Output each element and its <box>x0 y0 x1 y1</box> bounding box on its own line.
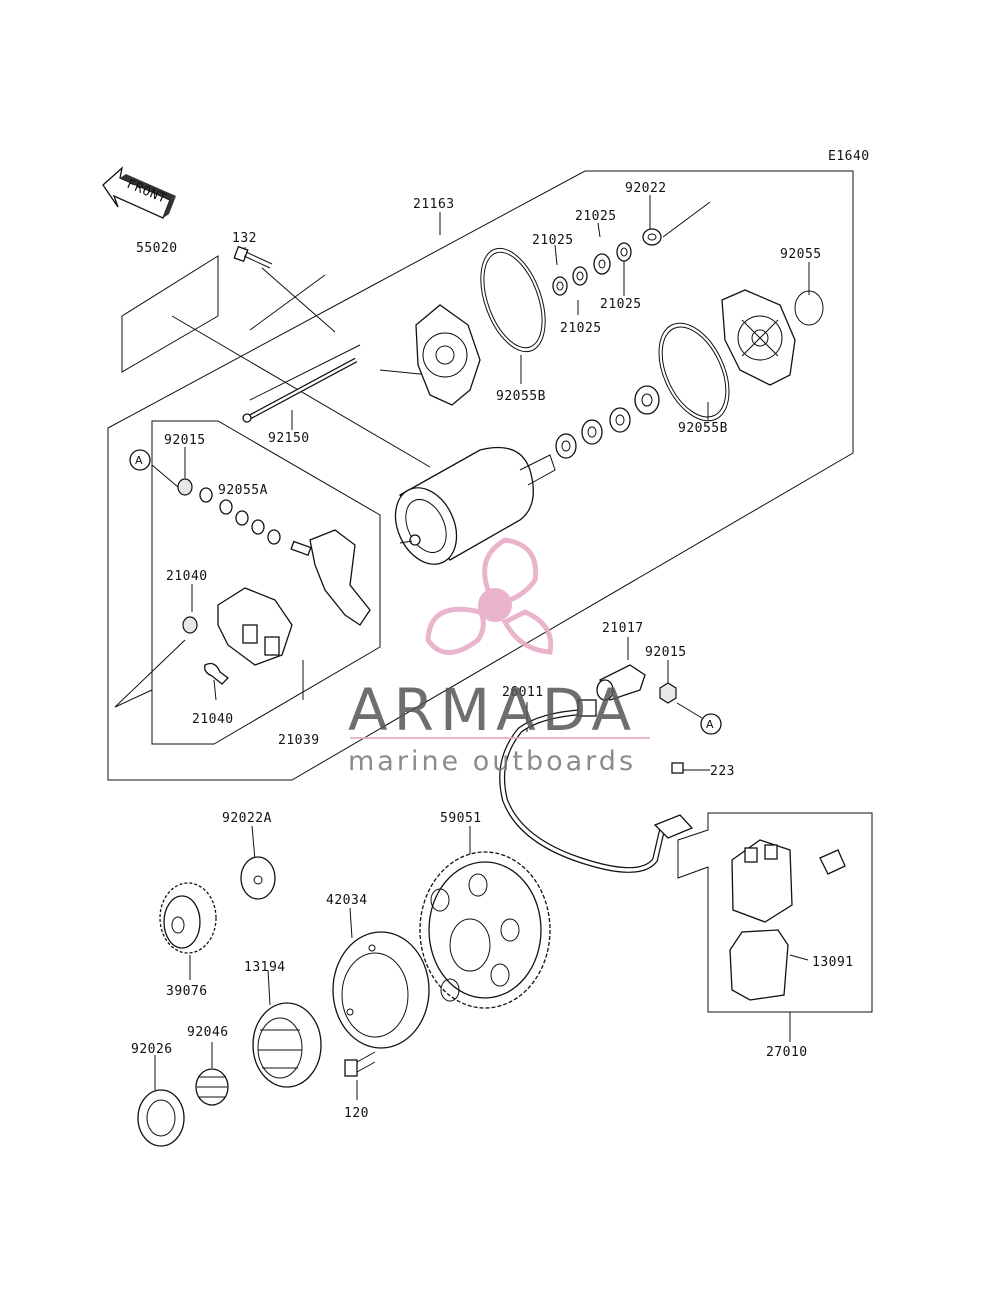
o-ring-92055 <box>794 290 824 326</box>
callout-marker-a-right: A <box>700 713 722 735</box>
starter-cable-26011 <box>499 699 694 873</box>
starter-assembly-box <box>107 170 854 781</box>
armada-logo: ARMADA marine outboards <box>348 537 650 777</box>
logo-subtitle: marine outboards <box>348 746 636 777</box>
label-21025-left: 21025 <box>532 233 574 248</box>
end-cover <box>721 289 796 386</box>
starter-relay <box>731 839 793 923</box>
front-cover <box>415 304 481 406</box>
label-92055a: 92055A <box>218 483 268 498</box>
starter-gear-59051 <box>419 851 551 1009</box>
label-92022a: 92022A <box>222 811 272 826</box>
logo-title: ARMADA <box>348 676 637 744</box>
starter-motor-body <box>394 446 556 565</box>
washer-stack-lower <box>555 385 660 459</box>
label-plate-55020 <box>121 255 219 373</box>
part-number-labels: 21163 55020 132 92022 21025 21025 21025 … <box>131 181 854 1121</box>
relay-box <box>677 812 873 1013</box>
label-92055: 92055 <box>780 247 822 262</box>
washer-92026 <box>137 1089 185 1147</box>
label-27010: 27010 <box>766 1045 808 1060</box>
label-13194: 13194 <box>244 960 286 975</box>
label-13091: 13091 <box>812 955 854 970</box>
label-21025-right: 21025 <box>600 297 642 312</box>
label-21163: 21163 <box>413 197 455 212</box>
propeller-icon <box>425 537 554 655</box>
fuse <box>819 849 846 875</box>
front-arrow-icon: FRONT <box>102 166 176 219</box>
label-26011: 26011 <box>502 685 544 700</box>
svg-text:A: A <box>706 718 714 731</box>
washer-92022a <box>240 856 276 900</box>
label-21017: 21017 <box>602 621 644 636</box>
idle-gear-39076 <box>159 882 217 954</box>
label-223: 223 <box>710 764 735 779</box>
label-21025-bottom: 21025 <box>560 321 602 336</box>
svg-text:A: A <box>135 454 143 467</box>
diagram-code: E1640 <box>828 149 870 164</box>
label-39076: 39076 <box>166 984 208 999</box>
brush-holder-parts <box>177 478 371 685</box>
bolt-132 <box>233 245 273 269</box>
label-92055b-upper: 92055B <box>496 389 546 404</box>
label-59051: 59051 <box>440 811 482 826</box>
label-55020: 55020 <box>136 241 178 256</box>
label-21040-lower: 21040 <box>192 712 234 727</box>
label-92015-right: 92015 <box>645 645 687 660</box>
brush-holder-box <box>151 420 381 745</box>
label-92046: 92046 <box>187 1025 229 1040</box>
label-21039: 21039 <box>278 733 320 748</box>
label-21040-upper: 21040 <box>166 569 208 584</box>
label-21025-top: 21025 <box>575 209 617 224</box>
screw-223 <box>671 762 684 774</box>
label-92055b-lower: 92055B <box>678 421 728 436</box>
label-92022: 92022 <box>625 181 667 196</box>
callout-marker-a-left: A <box>129 449 151 471</box>
needle-bearing-92046 <box>195 1068 229 1106</box>
terminal-boot-21017 <box>596 664 646 701</box>
nut-92015 <box>659 682 677 704</box>
label-132: 132 <box>232 231 257 246</box>
label-120: 120 <box>344 1106 369 1121</box>
washer-stack-upper <box>552 228 662 296</box>
clutch-42034 <box>332 931 430 1049</box>
label-92026: 92026 <box>131 1042 173 1057</box>
label-92150: 92150 <box>268 431 310 446</box>
through-bolt-92150 <box>242 357 358 423</box>
relay-cover-13091 <box>729 929 789 1001</box>
o-ring-92055b-lower <box>658 322 730 422</box>
o-ring-92055b-upper <box>480 247 546 353</box>
label-92015-left: 92015 <box>164 433 206 448</box>
clutch-gear-13194 <box>252 1002 322 1088</box>
bolt-120 <box>344 1051 376 1077</box>
label-42034: 42034 <box>326 893 368 908</box>
